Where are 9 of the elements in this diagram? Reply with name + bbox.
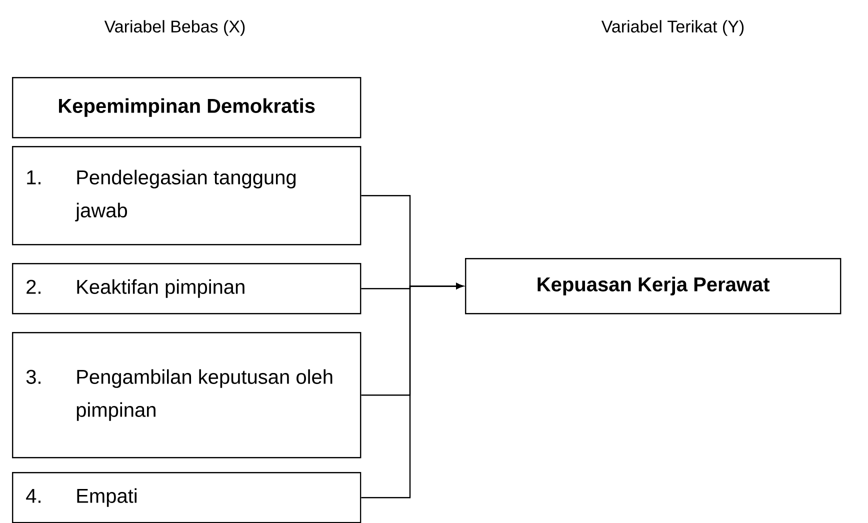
- list-item-box: 4. Empati: [12, 472, 362, 523]
- list-item-box: 3. Pengambilan keputusan oleh pimpinan: [12, 332, 362, 458]
- column-heading: Variabel Bebas (X): [104, 20, 245, 36]
- outcome-box: Kepuasan Kerja Perawat: [465, 258, 842, 314]
- heading-box: Kepemimpinan Demokratis: [12, 77, 362, 138]
- connector-arrow: [361, 283, 464, 498]
- list-item-box: 2. Keaktifan pimpinan: [12, 263, 362, 314]
- list-item-box: 1. Pendelegasian tanggung jawab: [12, 146, 362, 246]
- column-heading: Variabel Terikat (Y): [601, 20, 744, 36]
